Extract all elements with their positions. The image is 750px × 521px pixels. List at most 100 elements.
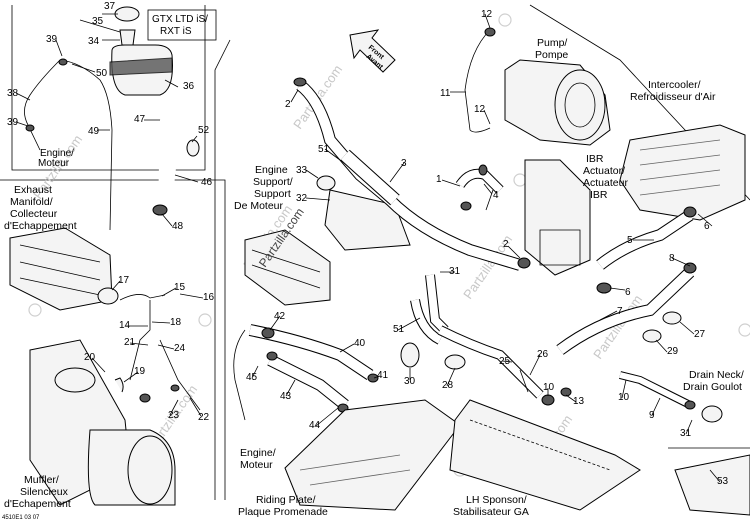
gtx-label-box — [147, 9, 217, 41]
coolant-reservoir-group — [24, 6, 200, 231]
gtx-label: GTX LTD iS/ — [152, 14, 208, 25]
part-number: 47 — [134, 114, 146, 125]
engine-label: Moteur — [38, 158, 70, 169]
intercooler-group — [556, 124, 746, 355]
part-number: 34 — [88, 36, 100, 47]
vent-hose — [59, 59, 113, 231]
riding-plate-label: Plaque Promenade — [238, 506, 328, 518]
footer-code: 4510E1 03 07 — [2, 515, 40, 521]
exhaust-label: Collecteur — [10, 208, 58, 220]
part-number: 10 — [618, 392, 630, 403]
exhaust-label: d'Echappement — [4, 220, 77, 232]
muffler-label: Silencieux — [20, 486, 69, 498]
exhaust-label: Manifold/ — [10, 196, 53, 208]
engine-label-bottom: Moteur — [240, 459, 273, 471]
part-number: 50 — [96, 68, 108, 79]
exhaust-label: Exhaust — [14, 184, 52, 196]
part-number: 33 — [296, 165, 308, 176]
part-number: 49 — [88, 126, 100, 137]
part-number: 21 — [124, 337, 136, 348]
part-number: 39 — [7, 117, 19, 128]
reservoir-neck — [119, 29, 136, 46]
part-numbers-left: 17 15 16 14 18 21 24 20 19 23 22 Exhaust… — [2, 184, 215, 521]
part-number: 46 — [201, 177, 213, 188]
riding-plate-group — [284, 399, 750, 516]
part-number: 1 — [436, 174, 442, 185]
part-number: 38 — [7, 88, 19, 99]
muffler-label: Muffler/ — [24, 474, 59, 486]
part-number: 12 — [474, 104, 486, 115]
coolant-hose-51 — [411, 299, 442, 344]
leader-lines — [15, 13, 721, 483]
part-number: 6 — [704, 221, 710, 232]
part-number: 18 — [170, 317, 182, 328]
part-number: 53 — [717, 476, 729, 487]
part-number: 31 — [449, 266, 461, 277]
part-number: 28 — [442, 380, 454, 391]
part-number: 32 — [296, 193, 308, 204]
part-number: 39 — [46, 34, 58, 45]
part-number: 30 — [404, 376, 416, 387]
part-number: 5 — [627, 235, 633, 246]
part-numbers-bottom: 42 40 45 43 41 44 51 30 28 25 26 10 13 1… — [238, 311, 744, 518]
clamp-33 — [316, 175, 336, 191]
part-number: 14 — [119, 320, 131, 331]
part-number: 51 — [318, 144, 330, 155]
coolant-hose-43 — [267, 355, 349, 409]
part-number: 48 — [172, 221, 184, 232]
part-number: 43 — [280, 391, 292, 402]
clamp-52 — [186, 139, 200, 157]
engine-label-bottom: Engine/ — [240, 447, 276, 459]
rxt-label: RXT iS — [160, 26, 192, 37]
part-number: 15 — [174, 282, 186, 293]
part-number: 45 — [246, 372, 258, 383]
part-number: 6 — [625, 287, 631, 298]
ibr-label: IBR — [586, 153, 604, 165]
part-number: 26 — [537, 349, 549, 360]
part-number: 41 — [377, 370, 389, 381]
part-number: 2 — [285, 99, 291, 110]
part-number: 52 — [198, 125, 210, 136]
ibr-label: Actuateur — [583, 177, 628, 189]
engine-label: Engine/ — [40, 148, 74, 159]
intercooler-label: Intercooler/ — [648, 79, 701, 91]
engine-support-label: Support — [254, 188, 291, 200]
part-number: 12 — [481, 9, 493, 20]
part-number: 4 — [493, 190, 499, 201]
clamp-28 — [444, 354, 466, 370]
part-number: 9 — [649, 410, 655, 421]
part-number: 29 — [667, 346, 679, 357]
part-number: 10 — [543, 382, 555, 393]
coolant-hose-40 — [249, 325, 373, 380]
drain-neck — [701, 405, 723, 423]
exhaust-group — [9, 227, 201, 506]
part-number: 2 — [503, 239, 509, 250]
coolant-hose-3 — [296, 81, 394, 204]
part-number: 17 — [118, 275, 130, 286]
part-number: 7 — [617, 306, 623, 317]
part-number: 19 — [134, 366, 146, 377]
engine-support-label: Support/ — [253, 176, 293, 188]
part-number: 20 — [84, 352, 96, 363]
sponson-detail — [674, 454, 750, 516]
coolant-hose-25 — [438, 326, 543, 398]
part-number: 37 — [104, 1, 116, 12]
lower-hoses-group — [233, 274, 723, 423]
sponson-label: Stabilisateur GA — [453, 506, 529, 518]
engine-support-label: De Moteur — [234, 200, 284, 212]
part-number: 35 — [92, 16, 104, 27]
part-number: 24 — [174, 343, 186, 354]
front-arrow: Front Avant — [349, 29, 396, 73]
part-number: 11 — [440, 88, 451, 99]
part-number: 23 — [168, 410, 180, 421]
clamp-48 — [152, 204, 168, 216]
intercooler-label: Refroidisseur d'Air — [630, 91, 716, 103]
coolant-hose-5 — [596, 210, 693, 269]
clamp-30 — [400, 342, 420, 368]
drain-label: Drain Neck/ — [689, 369, 744, 381]
exhaust-manifold — [9, 227, 113, 311]
part-number: 22 — [198, 412, 210, 423]
drain-hose-9 — [619, 372, 692, 408]
lh-sponson — [449, 399, 641, 511]
